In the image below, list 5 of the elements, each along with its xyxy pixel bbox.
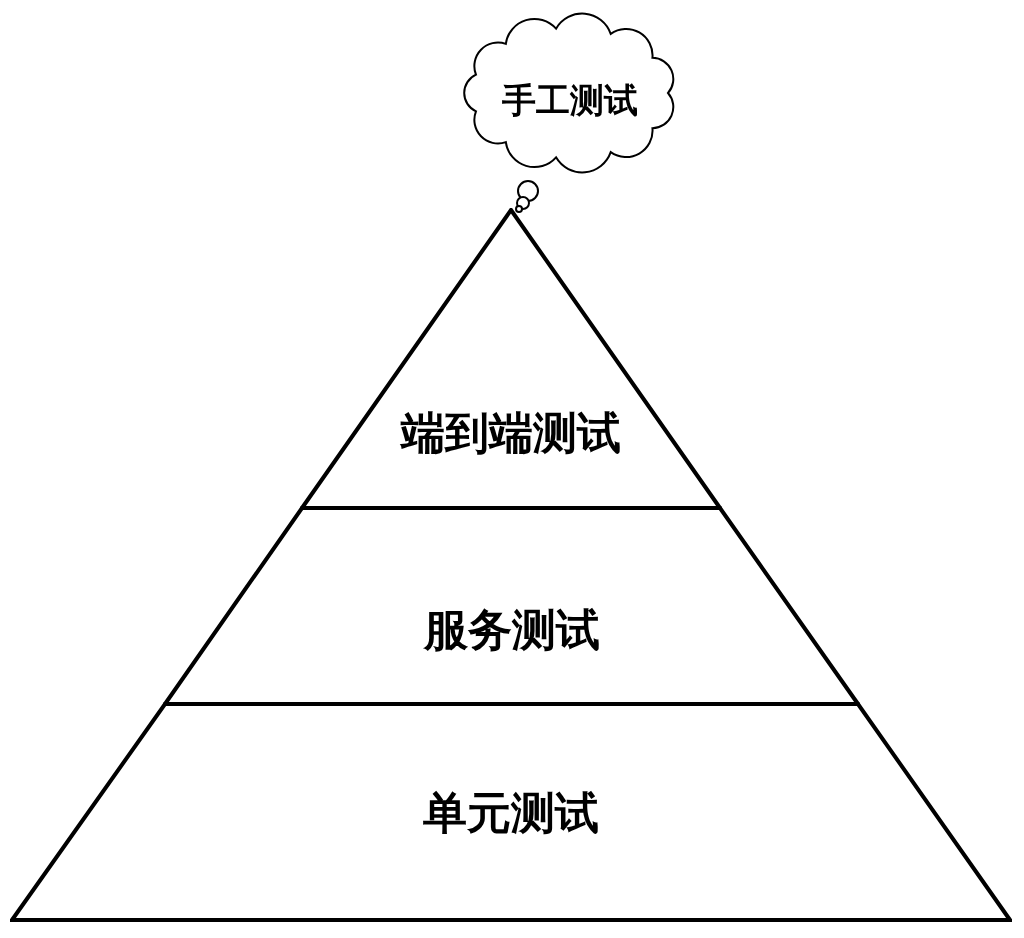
pyramid-layer <box>10 702 1012 922</box>
layer-label: 单元测试 <box>423 786 599 840</box>
layer-label: 服务测试 <box>423 603 600 657</box>
layer-label: 手工测试 <box>502 78 638 122</box>
layer-label: 端到端测试 <box>401 406 621 460</box>
